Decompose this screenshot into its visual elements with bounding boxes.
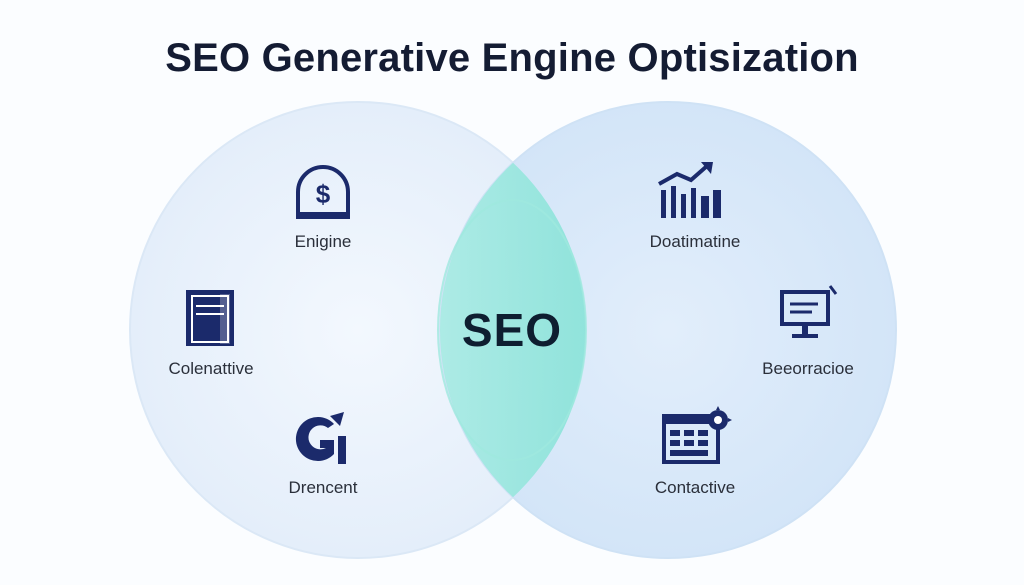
document-icon bbox=[186, 290, 234, 346]
right-item-label-1: Doatimatine bbox=[649, 232, 741, 251]
dollar-dome-icon: $ bbox=[296, 165, 350, 219]
right-item-label-3: Contactive bbox=[654, 478, 736, 497]
center-label: SEO bbox=[461, 304, 563, 356]
monitor-icon bbox=[780, 285, 838, 338]
svg-text:$: $ bbox=[316, 179, 331, 209]
g-logo-icon bbox=[295, 412, 346, 464]
left-item-label-1: Enigine bbox=[294, 232, 352, 251]
overlap-highlight bbox=[437, 199, 587, 461]
page-title: SEO Generative Engine Optisization bbox=[165, 36, 859, 80]
right-item-label-2: Beeorracioe bbox=[762, 359, 854, 378]
calendar-gear-icon bbox=[662, 406, 732, 464]
overlap-region bbox=[440, 102, 586, 558]
bar-chart-arrow-icon bbox=[658, 162, 721, 218]
left-item-label-2: Colenattive bbox=[168, 359, 254, 378]
left-item-label-3: Drencent bbox=[288, 478, 358, 497]
